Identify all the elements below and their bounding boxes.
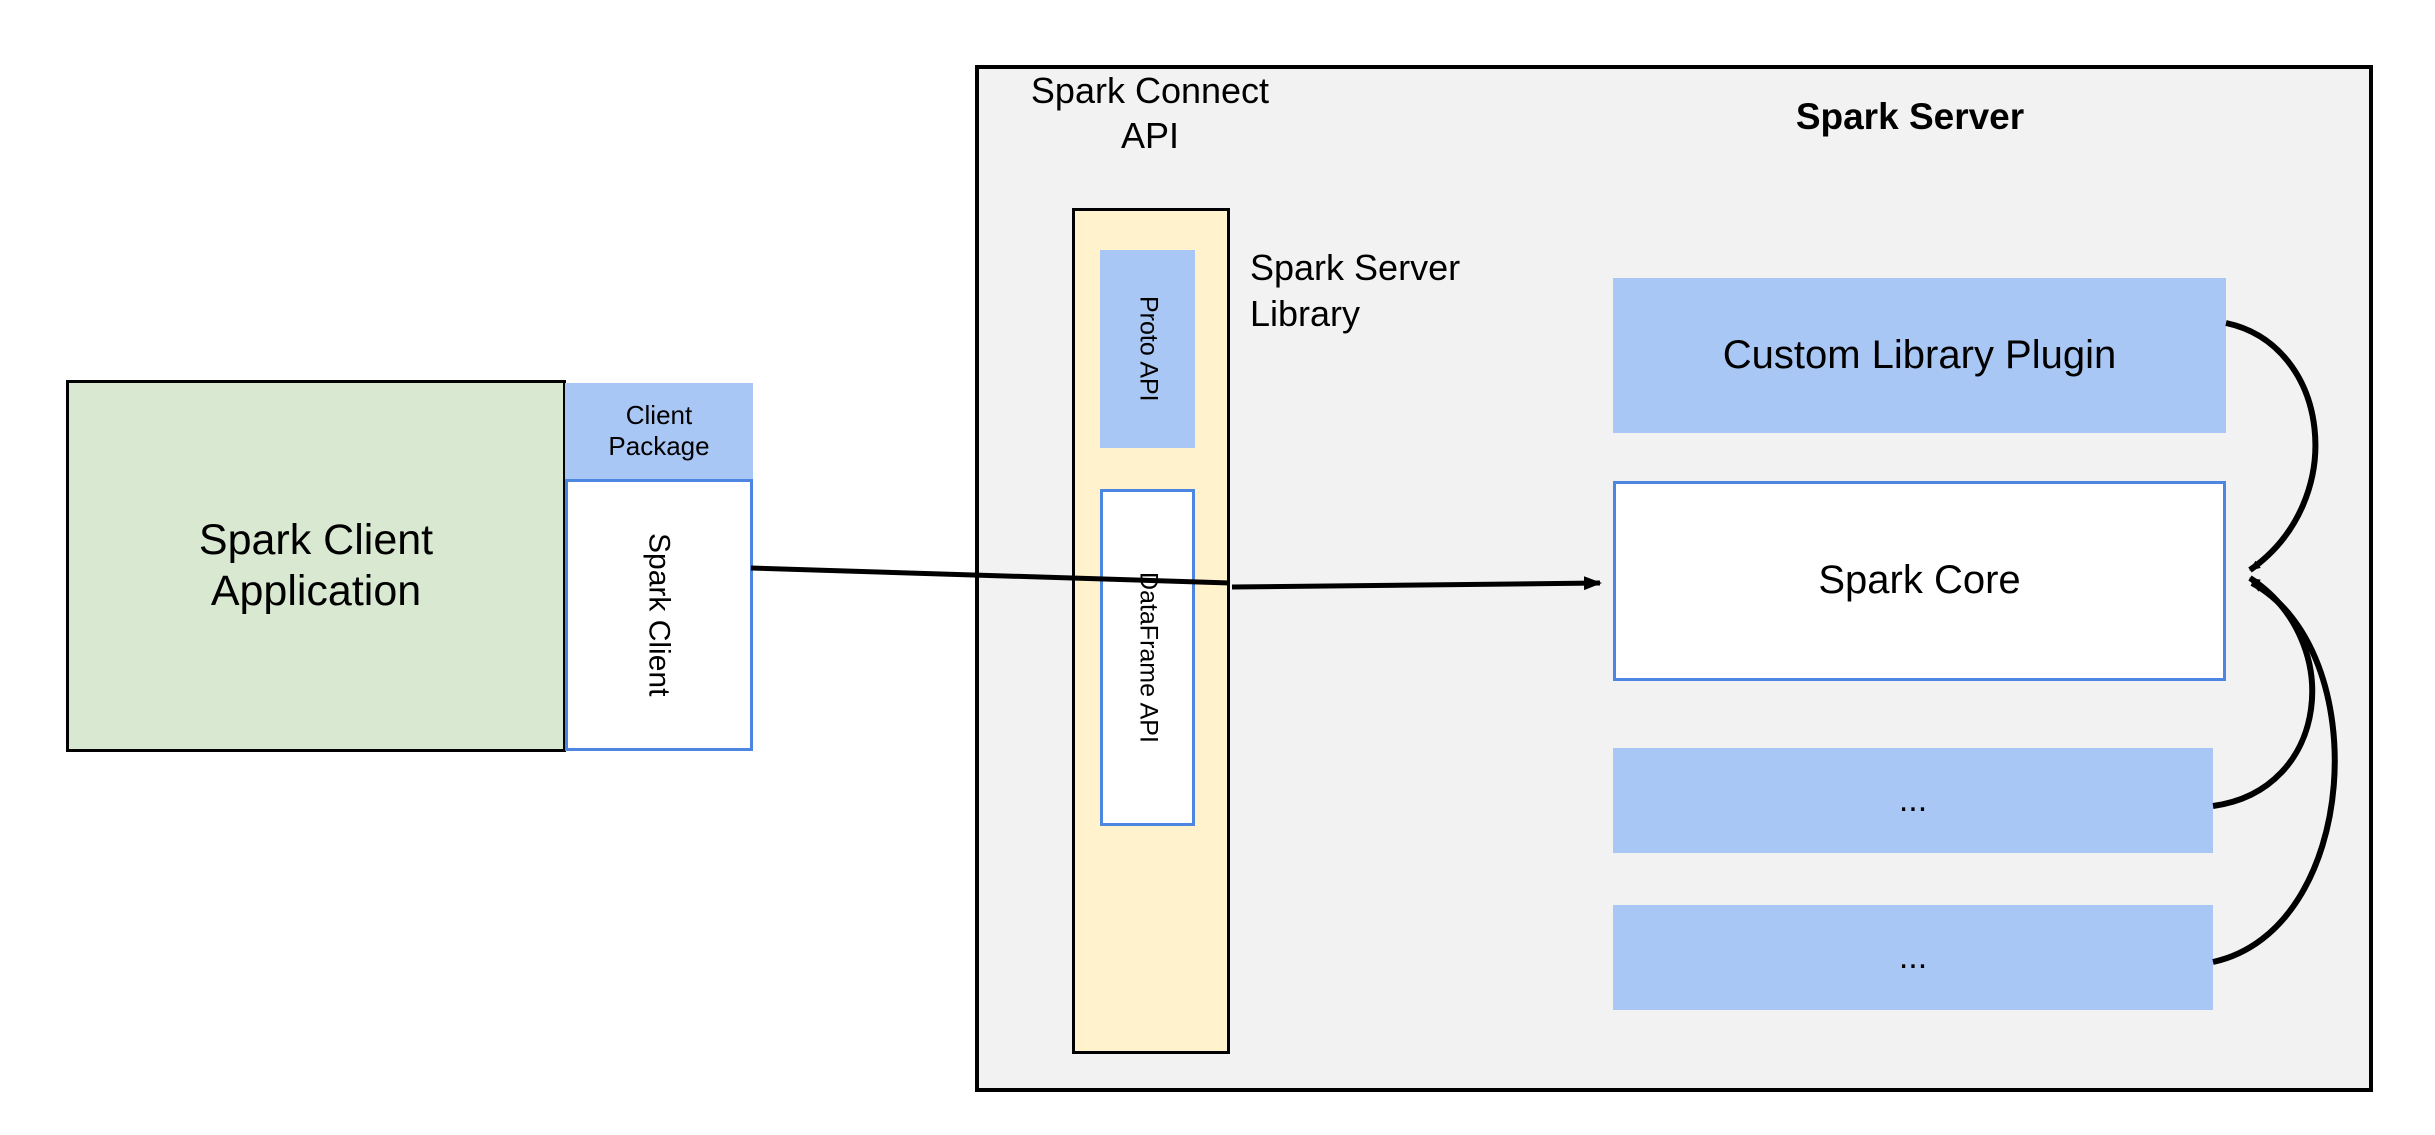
spark-client-application-box[interactable]: Spark Client Application [66, 380, 566, 752]
spark-core-label: Spark Core [1818, 558, 2021, 603]
spark-connect-api-label-line2: API [1120, 115, 1180, 156]
dataframe-api-label: DataFrame API [1134, 572, 1163, 743]
ellipsis-box-1[interactable]: ... [1613, 748, 2213, 853]
spark-server-title: Spark Server [1795, 96, 2025, 137]
spark-server-library-label-line2: Library [1250, 293, 1361, 335]
spark-server-library-label: Spark Server Library [1250, 245, 1580, 337]
dataframe-api-box[interactable]: DataFrame API [1100, 489, 1195, 826]
client-package-box[interactable]: Client Package [565, 383, 753, 479]
client-package-label: Client Package [608, 400, 709, 461]
spark-client-label: Spark Client [642, 533, 676, 697]
client-package-label-line1: Client [625, 400, 693, 431]
custom-library-plugin-label: Custom Library Plugin [1722, 332, 2117, 377]
spark-connect-api-label: Spark Connect API [1000, 68, 1300, 158]
client-package-label-line2: Package [608, 431, 710, 461]
ellipsis-box-1-label: ... [1898, 781, 1928, 820]
ellipsis-box-2[interactable]: ... [1613, 905, 2213, 1010]
proto-api-box[interactable]: Proto API [1100, 250, 1195, 448]
proto-api-label: Proto API [1134, 296, 1163, 402]
spark-client-box[interactable]: Spark Client [565, 479, 753, 751]
spark-client-application-label-line1: Spark Client [198, 516, 434, 565]
spark-core-box[interactable]: Spark Core [1613, 481, 2226, 681]
spark-client-application-label: Spark Client Application [199, 515, 433, 616]
spark-connect-api-label-line1: Spark Connect [1030, 70, 1270, 111]
spark-server-library-label-line1: Spark Server [1250, 247, 1461, 288]
ellipsis-box-2-label: ... [1898, 938, 1928, 977]
custom-library-plugin-box[interactable]: Custom Library Plugin [1613, 278, 2226, 433]
spark-client-application-label-line2: Application [210, 567, 422, 615]
